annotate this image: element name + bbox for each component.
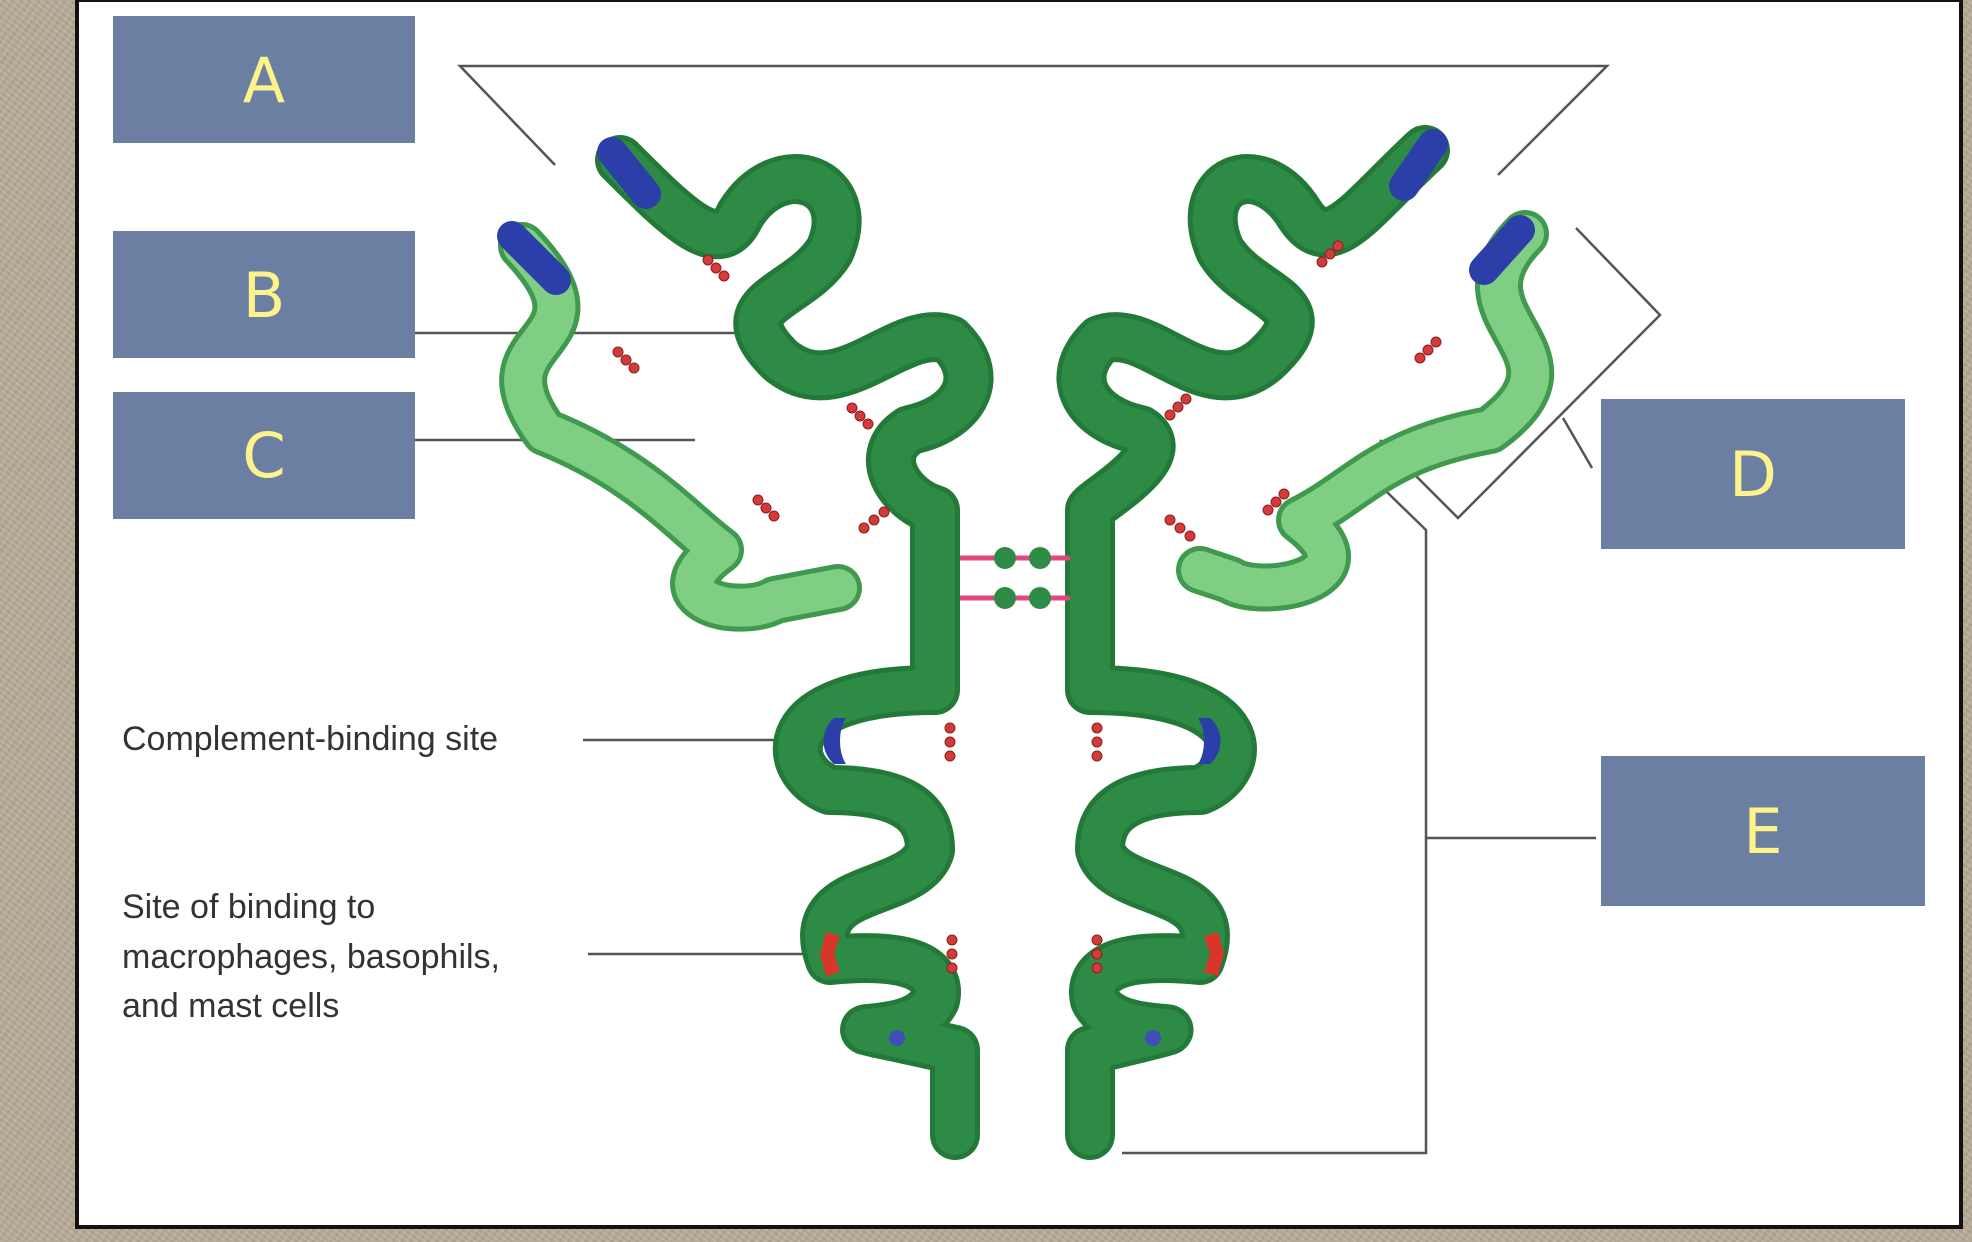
antibody-molecule [497,125,1555,1160]
complement-binding-sites [823,718,1221,764]
binding-site-label-line-3: and mast cells [122,987,339,1025]
hinge-disulfide-bonds [960,547,1070,609]
label-box-d[interactable]: D [1601,399,1905,549]
label-d-text: D [1729,438,1777,511]
e-bracket-line [1122,461,1428,1155]
label-e-text: E [1743,795,1782,868]
binding-site-label-line-1: Site of binding to [122,888,375,926]
label-box-e[interactable]: E [1601,756,1925,906]
carbohydrate-sites [889,1030,1161,1046]
antigen-binding-tips [497,129,1535,295]
label-box-c[interactable]: C [113,392,415,519]
interchain-disulfide-bonds [612,240,1442,974]
label-box-a[interactable]: A [113,16,415,143]
leader-lines [415,64,1662,1155]
complement-binding-label: Complement-binding site [122,720,498,758]
diagram-panel [75,0,1963,1229]
a-bracket-line [457,64,1611,176]
label-c-text: C [242,419,285,492]
binding-site-label-line-2: macrophages, basophils, [122,938,500,976]
label-box-b[interactable]: B [113,231,415,358]
d-bracket-line [1379,227,1662,520]
d-leader-line [1561,417,1594,469]
macrophage-binding-sites [820,932,1224,976]
label-a-text: A [243,44,285,117]
label-b-text: B [243,259,286,332]
